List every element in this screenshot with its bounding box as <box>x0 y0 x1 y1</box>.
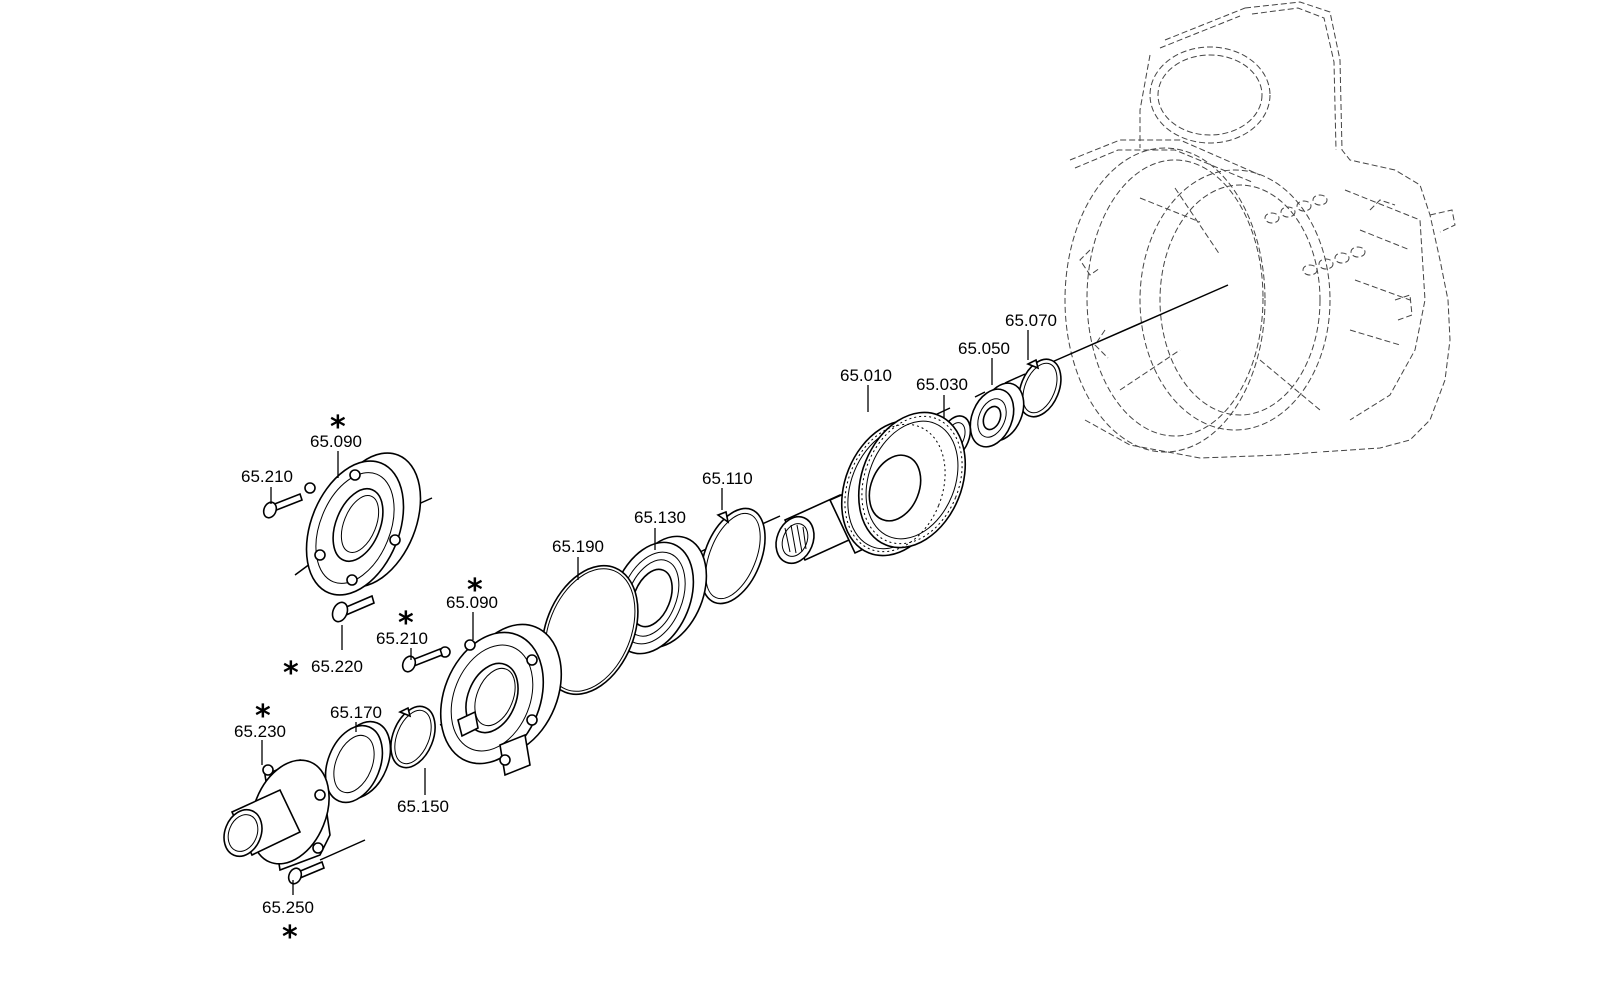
assembly-axis <box>294 284 1229 861</box>
label-65150: 65.150 <box>397 797 449 816</box>
part-65210-bolt-lower <box>401 647 443 673</box>
asterisk-65250: * <box>282 920 298 955</box>
label-65210-lower: 65.210 <box>376 629 428 648</box>
part-65150-snap-ring <box>390 705 436 769</box>
label-65190: 65.190 <box>552 537 604 556</box>
part-65050-bearing <box>969 382 1025 448</box>
part-65010-gear-shaft <box>775 411 967 565</box>
part-65230-flange <box>223 758 331 872</box>
part-65220-bolt <box>331 594 375 623</box>
label-65030: 65.030 <box>916 375 968 394</box>
label-65010: 65.010 <box>840 366 892 385</box>
label-65050: 65.050 <box>958 339 1010 358</box>
part-65170-seal <box>324 720 392 804</box>
label-65130: 65.130 <box>634 508 686 527</box>
leader-lines <box>261 330 1029 895</box>
part-65090-lower-cover <box>439 623 563 777</box>
part-labels: 65.070 65.050 65.030 65.010 65.110 65.13… <box>234 311 1057 955</box>
asterisk-65220: * <box>283 656 299 691</box>
label-65170: 65.170 <box>330 703 382 722</box>
part-65210-bolt-upper <box>262 492 303 519</box>
label-65210-upper: 65.210 <box>241 467 293 486</box>
label-65090-lower: 65.090 <box>446 593 498 612</box>
part-65110-snap-ring <box>700 507 766 605</box>
asterisk-65090-lower: * <box>467 573 483 608</box>
part-65250-bolt <box>287 860 325 885</box>
label-65230: 65.230 <box>234 722 286 741</box>
label-65070: 65.070 <box>1005 311 1057 330</box>
part-65190-o-ring <box>541 564 639 696</box>
part-65070-snap-ring <box>1018 358 1062 418</box>
part-65090-upper-cover <box>304 452 422 596</box>
transmission-housing <box>1064 1 1456 459</box>
asterisk-65230: * <box>255 699 271 734</box>
label-65090-upper: 65.090 <box>310 432 362 451</box>
label-65110: 65.110 <box>702 469 753 488</box>
label-65250: 65.250 <box>262 898 314 917</box>
label-65220: 65.220 <box>311 657 363 676</box>
asterisk-65090-upper: * <box>330 410 346 445</box>
asterisk-65210-lower: * <box>398 606 414 641</box>
